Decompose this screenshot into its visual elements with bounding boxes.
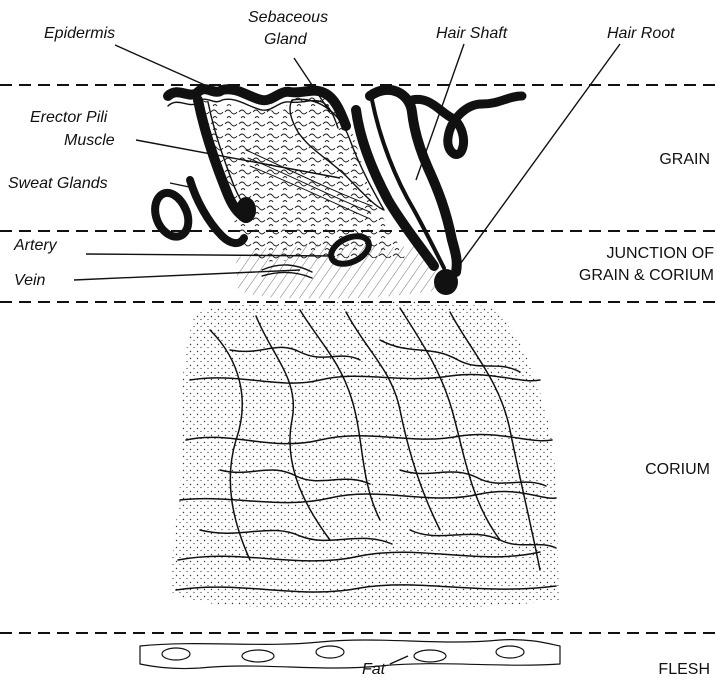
label-fat: Fat [362,661,386,678]
label-vein: Vein [14,272,46,289]
label-hair-root: Hair Root [607,25,675,42]
label-erector-1: Erector Pili [30,109,108,126]
leader-fat [390,656,408,664]
label-sweat-glands: Sweat Glands [8,175,108,192]
label-erector-2: Muscle [64,132,115,149]
leader-epidermis [115,45,216,90]
label-sebaceous-2: Gland [264,31,308,48]
zone-junction-1: JUNCTION OF [606,245,714,262]
corium-layer-illustration [170,301,560,610]
label-artery: Artery [13,237,58,254]
flesh-layer-illustration [140,640,560,669]
zone-grain: GRAIN [659,151,710,168]
label-epidermis: Epidermis [44,25,115,42]
zone-junction-2: GRAIN & CORIUM [579,267,714,284]
gland-end-blob [236,197,256,223]
label-sebaceous-1: Sebaceous [248,9,328,26]
label-hair-shaft: Hair Shaft [436,25,508,42]
leader-hair-root [450,44,620,278]
zone-flesh: FLESH [658,661,710,678]
zone-corium: CORIUM [645,461,710,478]
